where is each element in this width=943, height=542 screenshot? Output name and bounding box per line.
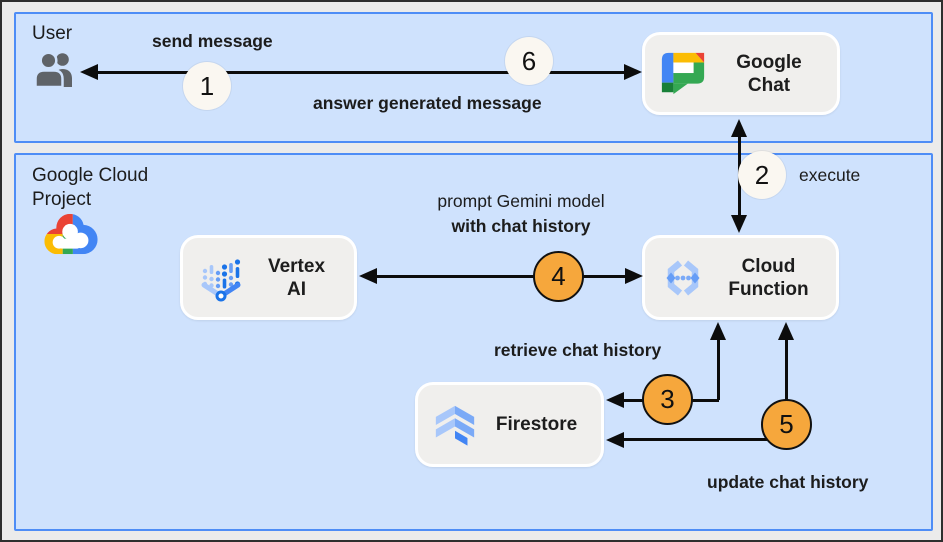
vertex-ai-label-line1: Vertex <box>267 255 326 277</box>
gcp-zone-label-line1: Google Cloud <box>32 165 149 186</box>
vertex-ai-label-line2: AI <box>287 278 306 300</box>
step-badge-4: 4 <box>533 251 584 302</box>
google-chat-icon <box>659 49 707 99</box>
label-prompt-gemini: prompt Gemini model with chat history <box>400 189 642 239</box>
step-badge-6: 6 <box>505 37 553 85</box>
firestore-node: Firestore <box>415 382 604 467</box>
google-chat-label-line1: Google <box>736 51 802 73</box>
step-number: 4 <box>551 261 566 291</box>
user-zone-label: User <box>32 23 73 44</box>
arrowhead-left <box>606 392 624 408</box>
arrowhead-left <box>359 268 377 284</box>
vertex-ai-icon <box>197 254 245 302</box>
step-badge-1: 1 <box>183 62 231 110</box>
arrowhead-down <box>731 215 747 233</box>
gcp-zone-label: Google Cloud Project <box>32 164 148 212</box>
cloud-function-label: Cloud Function <box>707 255 836 301</box>
gcp-zone-label-line2: Project <box>32 189 92 210</box>
google-cloud-icon <box>44 213 98 255</box>
arrowhead-up <box>731 119 747 137</box>
vertex-ai-label: Vertex AI <box>245 255 354 301</box>
arrowhead-left <box>80 64 98 80</box>
arrowhead-right <box>624 64 642 80</box>
user-group-icon <box>34 51 72 89</box>
google-chat-label: Google Chat <box>707 51 837 97</box>
step-number: 6 <box>521 45 537 76</box>
arrowhead-right <box>625 268 643 284</box>
google-cloud-project-zone <box>14 153 933 531</box>
step-number: 5 <box>779 409 794 439</box>
label-prompt-gemini-line2: with chat history <box>451 216 591 236</box>
cloud-function-node: Cloud Function <box>642 235 839 320</box>
label-update-chat-history: update chat history <box>707 472 869 492</box>
label-prompt-gemini-line1: prompt Gemini model <box>437 191 605 211</box>
label-answer-generated-message: answer generated message <box>313 93 542 113</box>
arrowhead-up <box>710 322 726 340</box>
firestore-label: Firestore <box>495 414 578 435</box>
cloud-function-label-line1: Cloud <box>741 255 796 277</box>
connector-line <box>717 338 720 400</box>
arrowhead-left <box>606 432 624 448</box>
step-number: 2 <box>754 159 770 190</box>
label-execute: execute <box>799 165 861 185</box>
connector-line <box>785 338 788 440</box>
cloud-function-label-line2: Function <box>728 278 809 300</box>
arrowhead-up <box>778 322 794 340</box>
step-badge-2: 2 <box>738 151 786 199</box>
label-send-message: send message <box>152 31 273 51</box>
firestore-icon <box>432 401 478 449</box>
connector-line <box>624 438 787 441</box>
cloud-function-icon <box>659 254 707 302</box>
step-badge-5: 5 <box>761 399 812 450</box>
vertex-ai-node: Vertex AI <box>180 235 357 320</box>
connector-line <box>376 275 625 278</box>
connector-line <box>96 70 626 74</box>
step-number: 3 <box>660 384 675 414</box>
step-number: 1 <box>199 70 215 101</box>
google-chat-node: Google Chat <box>642 32 840 115</box>
step-badge-3: 3 <box>642 374 693 425</box>
label-retrieve-chat-history: retrieve chat history <box>494 340 662 360</box>
google-chat-label-line2: Chat <box>747 74 791 96</box>
